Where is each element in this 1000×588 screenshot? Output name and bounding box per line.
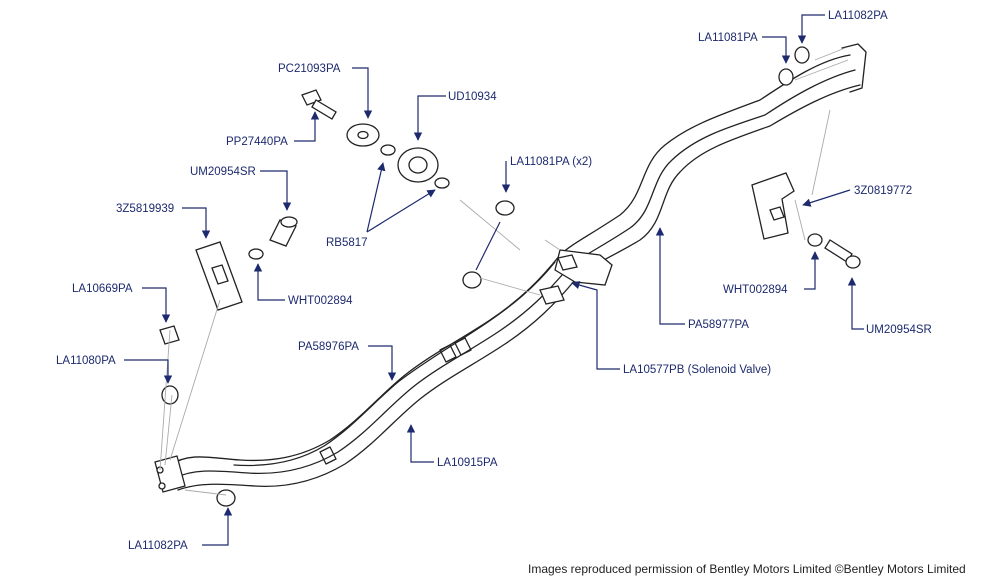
oring-la11082pa-bottom <box>216 489 236 507</box>
label-pp27440pa: PP27440PA <box>226 136 288 148</box>
assembly-guide-lines <box>159 47 849 496</box>
oring-la11081pa-a <box>495 200 515 216</box>
grommet-ud10934 <box>397 147 439 183</box>
label-la11082pa-top: LA11082PA <box>828 10 888 22</box>
label-3z0819772: 3Z0819772 <box>854 185 912 197</box>
label-rb5817: RB5817 <box>326 237 368 249</box>
oring-rb5817-2 <box>434 177 450 189</box>
label-3z5819939: 3Z5819939 <box>116 203 174 215</box>
bolt-pp27440pa <box>301 89 337 120</box>
label-la11080pa: LA11080PA <box>56 355 116 367</box>
label-la10915pa: LA10915PA <box>437 457 498 469</box>
label-pc21093pa: PC21093PA <box>278 63 341 75</box>
label-la10669pa: LA10669PA <box>72 283 133 295</box>
label-la10577pb: LA10577PB (Solenoid Valve) <box>623 364 771 376</box>
copyright-credit: Images reproduced permission of Bentley … <box>528 562 966 576</box>
oring-rb5817-1 <box>380 144 396 156</box>
label-wht002894-right: WHT002894 <box>723 284 788 296</box>
bracket-3z5819939 <box>195 241 243 311</box>
label-la11081pa-x2: LA11081PA (x2) <box>510 156 592 168</box>
label-um20954sr-left: UM20954SR <box>190 166 256 178</box>
pipe-assembly-pa58976pa <box>169 254 576 491</box>
oil-cooler-connector <box>154 455 186 493</box>
washer-wht002894-right <box>807 233 823 247</box>
label-ud10934: UD10934 <box>448 91 497 103</box>
callout-leaders <box>124 14 864 546</box>
label-pa58977pa: PA58977PA <box>688 319 749 331</box>
oring-la11081pa-top <box>778 68 794 86</box>
solenoid-valve <box>539 249 613 305</box>
oring-la11082pa-top <box>794 46 810 64</box>
oring-la11081pa-b <box>462 271 482 289</box>
bracket-3z0819772 <box>751 172 795 240</box>
label-pa58976pa: PA58976PA <box>298 341 359 353</box>
bolt-um20954sr-right <box>824 239 861 269</box>
label-la11082pa-bottom: LA11082PA <box>128 540 188 552</box>
oring-la11080pa <box>161 385 179 405</box>
washer-wht002894-left <box>248 248 264 260</box>
label-la11081pa-top: LA11081PA <box>698 32 758 44</box>
label-wht002894-left: WHT002894 <box>288 295 353 307</box>
label-um20954sr-right: UM20954SR <box>866 324 932 336</box>
bolt-um20954sr-left <box>269 216 298 247</box>
